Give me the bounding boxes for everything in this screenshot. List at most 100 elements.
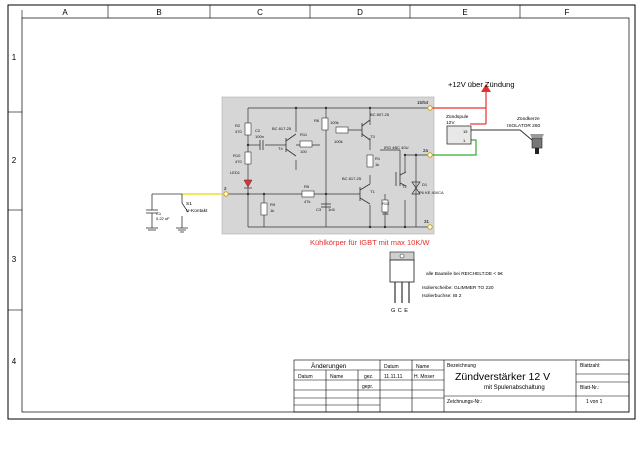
drawing-title: Zündverstärker 12 V bbox=[455, 371, 550, 383]
t3-type: BC 807-25 bbox=[370, 112, 390, 117]
checked-label: gepr. bbox=[362, 384, 373, 390]
terminal-icon bbox=[223, 105, 433, 230]
igbt-type: IRG 4BC 40U bbox=[384, 145, 409, 150]
row-label: 4 bbox=[12, 357, 17, 366]
switch-label: U-Kontakt bbox=[186, 208, 208, 214]
arrow-icon bbox=[481, 84, 491, 92]
r5-value-top: 100k bbox=[330, 120, 339, 125]
c2-value: 100n bbox=[255, 134, 264, 139]
c2-label: C2 bbox=[255, 128, 261, 133]
r12-label: R12 bbox=[382, 201, 390, 206]
sheet-number-label: Blatt-Nr.: bbox=[580, 385, 599, 391]
led-label: LED1 bbox=[230, 170, 241, 175]
heatsink-note: Kühlkörper für IGBT mit max 10K/W bbox=[310, 238, 430, 247]
switch-name: S1 bbox=[186, 201, 192, 207]
r2-value: 470 bbox=[235, 129, 242, 134]
supply-wire bbox=[432, 88, 487, 125]
name-column-header: Name bbox=[416, 364, 430, 370]
pinout-label: G C E bbox=[391, 308, 408, 314]
led-icon bbox=[243, 179, 253, 189]
coil-voltage: 12V bbox=[446, 120, 455, 126]
transistor-icon bbox=[285, 119, 407, 205]
isolator-sublabel: ISOLATOR 260 bbox=[507, 123, 540, 129]
circuit-board bbox=[221, 96, 435, 235]
r6-value: 100k bbox=[334, 139, 343, 144]
column-label: F bbox=[565, 8, 570, 17]
terminal-15-label: 15/54 bbox=[417, 100, 429, 105]
coil-label: Zündspule bbox=[446, 114, 469, 120]
t3-label: T3 bbox=[370, 134, 375, 139]
designation-label: Bezeichnung bbox=[447, 363, 476, 369]
t1-label: T1 bbox=[370, 189, 375, 194]
parts-note-line2: Isolierscheibe: GLIMMER TO 220 bbox=[422, 285, 494, 291]
r10-value: 470 bbox=[235, 159, 242, 164]
changes-header: Änderungen bbox=[311, 362, 347, 370]
r10-label: R10 bbox=[233, 153, 241, 158]
row-label: 3 bbox=[12, 255, 17, 264]
c3-value: 1n5 bbox=[328, 207, 335, 212]
date-header: Datum bbox=[298, 374, 313, 380]
drawn-name: H. Moser bbox=[414, 374, 435, 380]
row-label: 1 bbox=[12, 53, 17, 62]
r12-value: 10k bbox=[382, 211, 388, 216]
r6-label: R6 bbox=[314, 118, 320, 123]
r11-value: 100 bbox=[300, 149, 307, 154]
to220-package-icon bbox=[389, 251, 415, 303]
terminal-2-label: 2 bbox=[224, 186, 227, 191]
r1-label: R1 bbox=[375, 156, 381, 161]
title-block-text: Änderungen Datum Name Datum Name gez. ge… bbox=[298, 362, 603, 405]
t1-type: BC 817-25 bbox=[342, 176, 362, 181]
capacitor-icon bbox=[146, 209, 158, 231]
column-label: E bbox=[462, 8, 467, 17]
c3-label: C3 bbox=[316, 207, 322, 212]
resistor-icon bbox=[244, 117, 389, 216]
hv-wire bbox=[470, 129, 533, 141]
sheet-value: 1 von 1 bbox=[586, 399, 603, 405]
d1-type: P6 KE 400CA bbox=[419, 190, 444, 195]
r9-value: 1k bbox=[270, 208, 274, 213]
title-block bbox=[293, 359, 630, 413]
coil-pin-label: 15 bbox=[463, 129, 468, 134]
column-label: C bbox=[257, 8, 263, 17]
c1-value: 0,22 uF bbox=[156, 216, 170, 221]
component-labels: R2 470 R10 470 C2 100n LED1 BC 817-25 T4… bbox=[230, 112, 444, 216]
r5-label: R5 bbox=[304, 184, 310, 189]
drawn-date: 11.11.11 bbox=[384, 374, 403, 380]
r9-label: R9 bbox=[270, 202, 276, 207]
coil-wire bbox=[432, 139, 477, 156]
switch-icon bbox=[151, 193, 189, 233]
coil-pin-label: 1 bbox=[463, 138, 466, 143]
capacitor-icon bbox=[259, 140, 331, 208]
junction-dots bbox=[246, 106, 418, 229]
row-label: 2 bbox=[12, 156, 17, 165]
column-label: A bbox=[62, 8, 68, 17]
column-label: B bbox=[156, 8, 161, 17]
datum-column-header: Datum bbox=[384, 364, 399, 370]
t4-type: BC 817-25 bbox=[272, 126, 292, 131]
drawn-label: gez. bbox=[364, 374, 373, 380]
terminal-31-label: 31 bbox=[424, 219, 430, 224]
d1-label: D1 bbox=[422, 182, 428, 187]
diode-icon bbox=[411, 181, 421, 195]
parts-note-line1: alle Bauteile bei REICHELT.DE < 5€ bbox=[426, 271, 503, 277]
r2-label: R2 bbox=[235, 123, 241, 128]
column-labels: A B C D E F bbox=[62, 8, 569, 17]
drawing-number-label: Zeichnungs-Nr.: bbox=[447, 399, 482, 405]
r1-value: 1k bbox=[375, 162, 379, 167]
t2-label: T2 bbox=[402, 184, 407, 189]
name-header: Name bbox=[330, 374, 344, 380]
r11-label: R11 bbox=[300, 132, 308, 137]
t4-label: T4 bbox=[278, 146, 283, 151]
terminal-2a-label: 2a bbox=[423, 148, 429, 153]
r5-value: 47k bbox=[304, 199, 310, 204]
isolator-label: Zündkerze bbox=[517, 116, 540, 122]
drawing-subtitle: mit Spulenabschaltung bbox=[484, 385, 545, 391]
column-label: D bbox=[357, 8, 363, 17]
ignition-coil-icon: 15 1 bbox=[446, 125, 472, 145]
row-labels: 1 2 3 4 bbox=[12, 53, 17, 366]
sheet-count-label: Blattzahl: bbox=[580, 363, 601, 369]
spark-plug-icon bbox=[530, 134, 544, 154]
supply-note: +12V über Zündung bbox=[448, 80, 515, 89]
parts-note-line3: Isolierbuchse: IB 2 bbox=[422, 293, 462, 299]
